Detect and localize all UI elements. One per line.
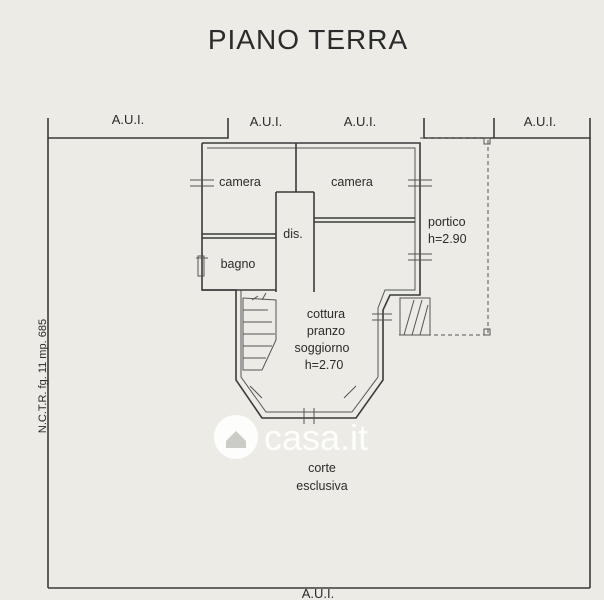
- aui-label-2: A.U.I.: [250, 114, 283, 129]
- room-label-soggiorno-height: h=2.70: [305, 358, 344, 372]
- cadastral-label: N.C.T.R. fg. 11 mp. 685: [37, 319, 49, 433]
- room-label-portico-height: h=2.90: [428, 232, 467, 246]
- room-label-pranzo: pranzo: [307, 324, 345, 338]
- area-label-corte: corte: [308, 461, 336, 475]
- aui-label-5: A.U.I.: [302, 586, 335, 600]
- room-label-dis: dis.: [283, 227, 302, 241]
- area-label-esclusiva: esclusiva: [296, 479, 347, 493]
- plan-title: PIANO TERRA: [208, 24, 408, 55]
- staircase: [242, 292, 277, 371]
- room-label-camera-left: camera: [219, 175, 261, 189]
- casa-watermark: casa.it: [214, 415, 368, 459]
- room-label-portico: portico: [428, 215, 466, 229]
- room-label-camera-right: camera: [331, 175, 373, 189]
- opening-marks: [190, 179, 432, 424]
- portico-area: [398, 137, 491, 336]
- lot-boundary: [47, 118, 591, 589]
- room-label-cucina: cottura: [307, 307, 345, 321]
- aui-label-3: A.U.I.: [344, 114, 377, 129]
- aui-label-1: A.U.I.: [112, 112, 145, 127]
- room-label-soggiorno: soggiorno: [295, 341, 350, 355]
- house-walls: [201, 142, 421, 419]
- room-label-bagno: bagno: [221, 257, 256, 271]
- aui-label-4: A.U.I.: [524, 114, 557, 129]
- watermark-text: casa.it: [264, 417, 368, 458]
